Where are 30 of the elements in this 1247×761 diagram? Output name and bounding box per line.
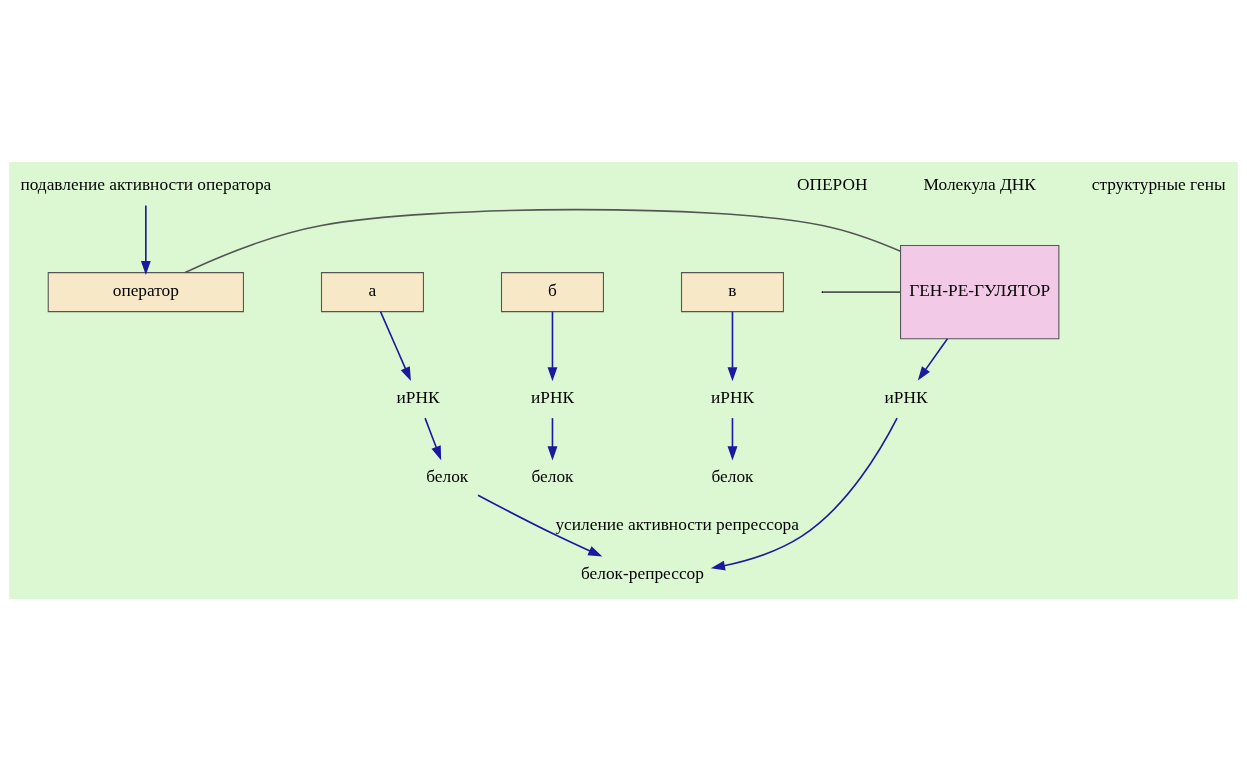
arrow — [140, 204, 151, 276]
arrow — [917, 338, 949, 381]
connector — [822, 291, 902, 293]
arrow — [547, 417, 558, 461]
arrow — [477, 494, 603, 557]
node-text: белок — [531, 466, 574, 486]
arrow — [379, 311, 411, 382]
edge-label: усиление активности репрессора — [555, 515, 799, 535]
arrow — [710, 417, 898, 571]
connector — [184, 208, 902, 274]
node-text: иРНК — [396, 387, 440, 407]
node-text: белок-репрессор — [581, 564, 704, 584]
node-text: иРНК — [884, 387, 928, 407]
arrow — [727, 417, 738, 461]
label: структурные гены — [1091, 174, 1226, 194]
node-text: иРНК — [530, 387, 574, 407]
node-text: белок — [426, 466, 469, 486]
node-text: иРНК — [710, 387, 754, 407]
label: ОПЕРОН — [796, 174, 868, 194]
arrow — [547, 311, 558, 382]
node-box: оператор — [47, 272, 244, 313]
node-box: ГЕН-РЕ-ГУЛЯТОР — [900, 244, 1060, 340]
node-box: в — [680, 272, 784, 313]
node-box: б — [500, 272, 604, 313]
node-text: белок — [711, 466, 754, 486]
node-text: подавление активности оператора — [20, 174, 272, 194]
arrow — [424, 417, 442, 461]
arrow — [727, 311, 738, 382]
label: Молекула ДНК — [923, 174, 1036, 194]
node-box: а — [320, 272, 424, 313]
